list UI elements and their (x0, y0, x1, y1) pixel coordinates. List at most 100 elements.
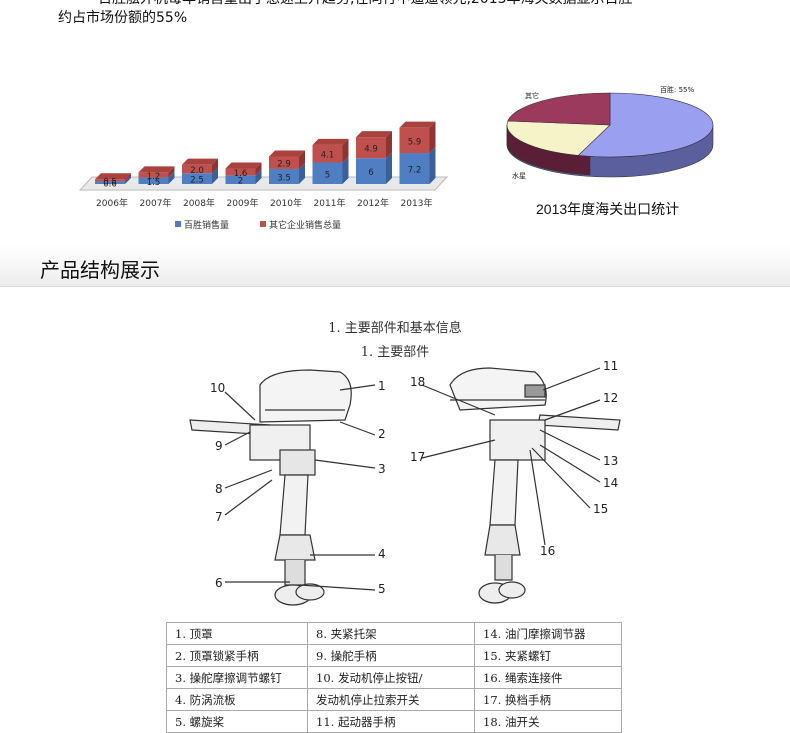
bar-top (399, 121, 436, 128)
diagram-title: 1. 主要部件和基本信息 (328, 321, 462, 336)
legend-label: 百胜销售量 (184, 219, 229, 231)
motor-right-view (449, 367, 621, 604)
legend-label: 其它企业销售总量 (269, 219, 341, 231)
bar-side (212, 167, 218, 184)
bar-side (125, 173, 131, 182)
bar-side (429, 147, 436, 184)
bar-side (255, 162, 262, 176)
diagram-label: 10 (210, 381, 225, 395)
x-tick-label: 2008年 (183, 197, 215, 209)
bar-others (95, 179, 125, 182)
bar-others (182, 164, 212, 174)
bar-top (312, 138, 349, 145)
pie-label: 百胜: 55% (660, 85, 694, 94)
bar-side (429, 121, 436, 154)
bar-side (125, 175, 131, 184)
pie-slice (507, 92, 611, 126)
bar-others (399, 127, 430, 154)
table-cell: 16. 绳索连接件 (474, 666, 622, 689)
bar-top (138, 166, 175, 173)
table-cell: 5. 螺旋桨 (166, 710, 308, 733)
section-header-bar (0, 244, 790, 287)
table-cell: 4. 防涡流板 (166, 688, 308, 711)
bar-top (95, 173, 131, 180)
x-tick-label: 2006年 (96, 197, 128, 209)
data-label: 5 (325, 170, 330, 180)
motor-left-view (189, 369, 352, 606)
chart-floor (78, 176, 449, 191)
table-cell: 15. 夹紧螺钉 (474, 644, 622, 667)
diagram-label: 12 (603, 391, 618, 405)
data-label: 3.5 (277, 173, 291, 183)
bar-side (386, 131, 392, 159)
diagram-subtitle: 1. 主要部件 (360, 345, 430, 360)
data-label: 6 (368, 168, 373, 178)
legend-swatch (260, 221, 266, 227)
data-label: 5.9 (408, 137, 422, 147)
table-cell: 2. 顶罩锁紧手柄 (166, 644, 308, 667)
bar-top (356, 131, 392, 138)
bar-others (269, 156, 299, 169)
sales-bar-chart: 0.60.52006年1.51.22007年2.52.02008年21.6200… (78, 121, 449, 231)
diagram-label: 4 (378, 547, 386, 561)
table-cell: 11. 起动器手柄 (307, 710, 475, 733)
bar-others (138, 172, 169, 178)
bar-side (168, 171, 175, 184)
x-tick-label: 2010年 (270, 197, 302, 209)
diagram-label: 14 (603, 476, 618, 490)
diagram-label: 18 (410, 375, 425, 389)
bar-baisheng (95, 181, 125, 184)
data-label: 1.2 (147, 172, 161, 182)
table-cell: 10. 发动机停止按钮/ (307, 666, 475, 689)
bar-side (255, 169, 262, 184)
bar-baisheng (138, 177, 169, 184)
data-label: 0.6 (103, 180, 117, 190)
pie-label: 其它 (525, 91, 539, 100)
diagram-label: 11 (603, 359, 618, 373)
x-tick-label: 2011年 (314, 197, 346, 209)
table-cell: 9. 操舵手柄 (307, 644, 475, 667)
intro-line-2: 约占市场份额的55% (58, 10, 188, 26)
bar-baisheng (312, 162, 343, 184)
diagram-label: 1 (378, 379, 386, 393)
bar-baisheng (225, 175, 256, 184)
data-label: 7.2 (408, 166, 422, 176)
pie-chart-title: 2013年度海关出口统计 (536, 201, 680, 217)
diagram-label: 3 (378, 462, 386, 476)
pie-slice (506, 120, 611, 156)
diagram-label: 5 (378, 582, 386, 596)
data-label: 2 (238, 177, 243, 187)
data-label: 4.1 (321, 151, 335, 161)
bar-side (212, 158, 218, 174)
diagram-label: 13 (603, 454, 618, 468)
x-tick-label: 2007年 (140, 197, 172, 209)
legend-swatch (175, 221, 181, 227)
bar-baisheng (356, 158, 386, 184)
table-cell: 发动机停止拉索开关 (307, 688, 475, 711)
diagram-label: 2 (378, 427, 386, 441)
data-label: 0.5 (103, 177, 117, 187)
bar-side (386, 152, 392, 184)
bar-top (225, 162, 262, 169)
data-label: 2.9 (277, 160, 291, 170)
bar-side (168, 166, 175, 178)
table-cell: 18. 油开关 (474, 710, 622, 733)
diagram-label: 16 (540, 544, 555, 558)
data-label: 2.0 (190, 166, 204, 176)
table-cell: 8. 夹紧托架 (307, 622, 475, 645)
bar-side (299, 150, 305, 169)
bar-side (342, 156, 349, 184)
bar-baisheng (399, 153, 430, 184)
bar-side (299, 162, 305, 184)
diagram-label: 17 (410, 450, 425, 464)
table-cell: 1. 顶罩 (166, 622, 308, 645)
intro-line-1: 百胜舷外机每年销售量出于急速上升趋势,在同行中遥遥领先,2013年海关数据显示百… (98, 0, 633, 8)
table-cell: 14. 油门摩擦调节器 (474, 622, 622, 645)
pie-label: 水星 (512, 171, 526, 180)
